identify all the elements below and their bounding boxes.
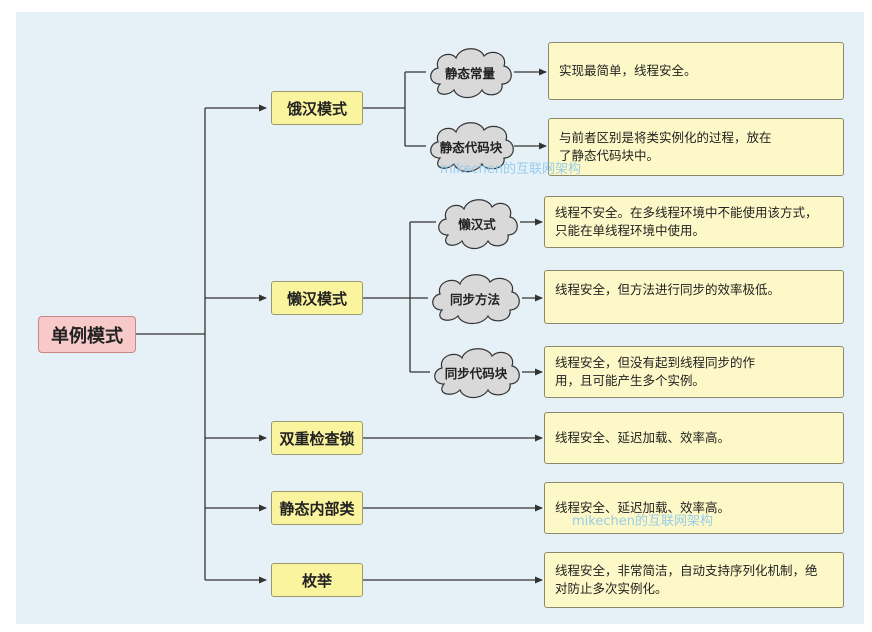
cloud-shape-icon — [434, 348, 520, 399]
note-static-inner-class: 线程安全、延迟加载、效率高。 — [544, 482, 844, 534]
cloud-static-constant: 静态常量 — [424, 44, 516, 100]
note-double-check-lock: 线程安全、延迟加载、效率高。 — [544, 412, 844, 464]
note-line: 与前者区别是将类实例化的过程，放在 — [559, 130, 772, 145]
category-enum: 枚举 — [271, 563, 363, 597]
note-line: 对防止多次实例化。 — [555, 581, 668, 596]
root-node: 单例模式 — [38, 316, 136, 353]
cloud-shape-icon — [430, 48, 512, 99]
note-line: 线程不安全。在多线程环境中不能使用该方式， — [555, 205, 818, 220]
note-line: 线程安全、延迟加载、效率高。 — [555, 430, 731, 445]
cloud-shape-icon — [430, 122, 514, 173]
note-line: 线程安全、延迟加载、效率高。 — [555, 500, 731, 515]
note-sync-method: 线程安全，但方法进行同步的效率极低。 — [544, 270, 844, 324]
cloud-label: 静态常量 — [444, 65, 495, 81]
category-static-inner-class: 静态内部类 — [271, 491, 363, 525]
note-enum: 线程安全，非常简洁，自动支持序列化机制，绝 对防止多次实例化。 — [544, 552, 844, 608]
cloud-label: 同步代码块 — [444, 365, 508, 381]
cloud-static-block: 静态代码块 — [424, 118, 518, 174]
cloud-lazy-style: 懒汉式 — [432, 195, 522, 251]
category-ehan: 饿汉模式 — [271, 91, 363, 125]
cloud-label: 懒汉式 — [458, 216, 496, 232]
watermark: mikechen的互联网架构 — [572, 514, 713, 529]
category-lanhan: 懒汉模式 — [271, 281, 363, 315]
note-line: 实现最简单，线程安全。 — [559, 63, 697, 78]
note-line: 线程安全，但方法进行同步的效率极低。 — [555, 282, 781, 297]
note-line: 了静态代码块中。 — [559, 148, 660, 163]
note-lazy-style: 线程不安全。在多线程环境中不能使用该方式， 只能在单线程环境中使用。 — [544, 196, 844, 248]
watermark: mikechen的互联网架构 — [440, 162, 581, 177]
note-sync-block: 线程安全，但没有起到线程同步的作 用，且可能产生多个实例。 — [544, 346, 844, 398]
cloud-sync-block: 同步代码块 — [428, 344, 524, 400]
category-double-check-lock: 双重检查锁 — [271, 421, 363, 455]
note-line: 用，且可能产生多个实例。 — [555, 373, 706, 388]
note-line: 只能在单线程环境中使用。 — [555, 223, 706, 238]
note-line: 线程安全，但没有起到线程同步的作 — [555, 355, 756, 370]
note-static-block: 与前者区别是将类实例化的过程，放在 了静态代码块中。 — [548, 118, 844, 176]
cloud-shape-icon — [438, 199, 518, 250]
note-static-constant: 实现最简单，线程安全。 — [548, 42, 844, 100]
cloud-shape-icon — [432, 274, 520, 325]
cloud-label: 静态代码块 — [439, 139, 503, 155]
cloud-sync-method: 同步方法 — [426, 270, 524, 326]
cloud-label: 同步方法 — [449, 291, 500, 307]
note-line: 线程安全，非常简洁，自动支持序列化机制，绝 — [555, 563, 818, 578]
